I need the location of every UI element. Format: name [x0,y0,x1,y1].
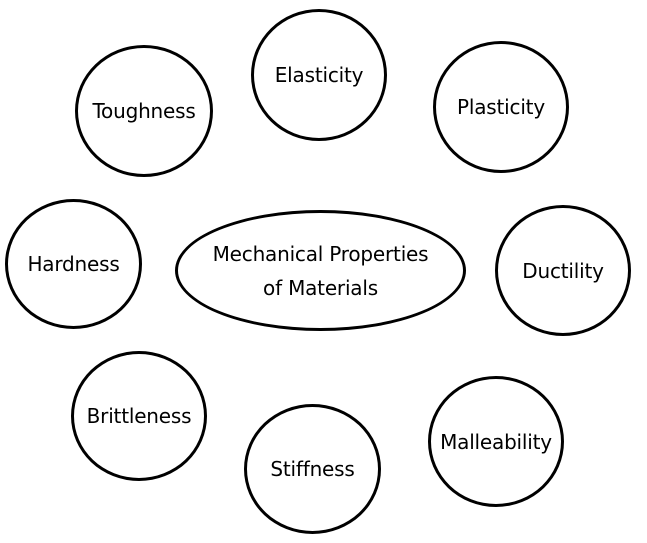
node-plasticity: Plasticity [433,41,569,173]
node-brittleness: Brittleness [71,351,207,481]
node-label: Stiffness [270,457,355,481]
node-label: Ductility [522,258,604,283]
node-label: Plasticity [457,95,545,119]
node-toughness: Toughness [75,45,213,177]
node-elasticity: Elasticity [251,9,387,141]
node-malleability: Malleability [428,376,564,507]
node-stiffness: Stiffness [244,404,381,534]
node-label: Elasticity [274,63,364,87]
center-label-line1: Mechanical Properties [212,241,429,266]
node-label: Brittleness [86,404,192,428]
center-node: Mechanical Properties of Materials [175,210,466,331]
node-label: Hardness [27,252,120,276]
node-label: Toughness [92,99,196,123]
node-ductility: Ductility [495,205,631,336]
node-hardness: Hardness [5,199,142,329]
center-label-line2: of Materials [263,275,378,300]
center-label: Mechanical Properties of Materials [213,237,429,305]
node-label: Malleability [440,429,552,454]
